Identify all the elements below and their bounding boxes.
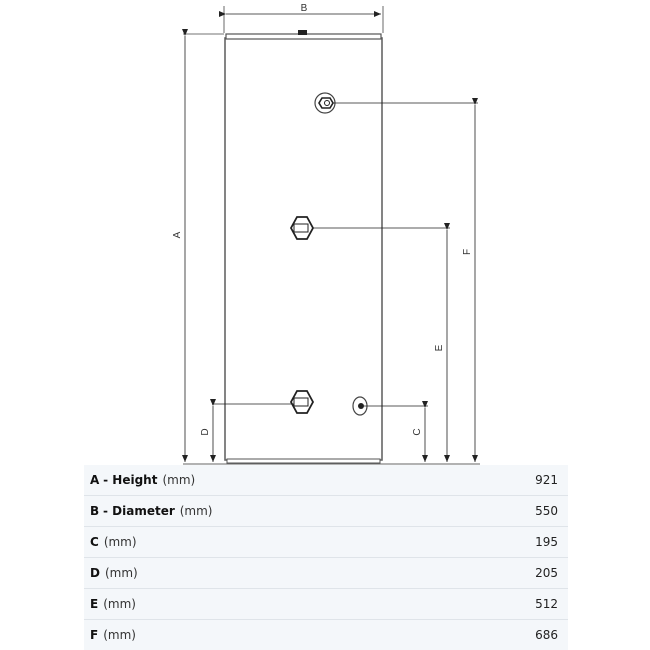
row-label: D (mm) bbox=[84, 557, 470, 589]
row-label: E (mm) bbox=[84, 588, 470, 620]
row-label: C (mm) bbox=[84, 526, 470, 558]
label-f: F bbox=[462, 249, 473, 255]
dim-unit: (mm) bbox=[104, 566, 138, 580]
dim-name: - Diameter bbox=[102, 504, 175, 518]
dimension-c: C bbox=[412, 401, 428, 462]
table-row: E (mm) 512 bbox=[84, 588, 568, 620]
cylinder-dimension-drawing: B A D C bbox=[172, 3, 480, 465]
dim-value: 195 bbox=[469, 526, 568, 558]
immersion-boss-lower bbox=[212, 390, 315, 414]
cylinder-body bbox=[224, 30, 383, 464]
table-row: F (mm) 686 bbox=[84, 620, 568, 650]
label-c: C bbox=[412, 428, 423, 435]
table-row: D (mm) 205 bbox=[84, 557, 568, 589]
table-row: B - Diameter (mm) 550 bbox=[84, 495, 568, 527]
table-row: C (mm) 195 bbox=[84, 526, 568, 558]
dimension-f: F bbox=[462, 98, 478, 462]
label-a: A bbox=[172, 231, 183, 238]
dimension-b: B bbox=[219, 3, 384, 33]
dimension-a: A bbox=[172, 29, 224, 462]
dim-value: 512 bbox=[469, 588, 568, 620]
dimensions-table: A - Height(mm) 921 B - Diameter(mm) 550 … bbox=[84, 465, 568, 650]
dim-value: 686 bbox=[535, 628, 558, 642]
row-label: A - Height (mm) bbox=[84, 465, 470, 496]
dim-unit: (mm) bbox=[162, 473, 196, 487]
dim-letter: F bbox=[90, 628, 99, 642]
table-row: A - Height (mm) 921 bbox=[84, 465, 568, 496]
sensor-pocket bbox=[352, 396, 428, 416]
dim-unit: (mm) bbox=[103, 535, 137, 549]
dim-name: - Height bbox=[103, 473, 158, 487]
dim-letter: D bbox=[90, 566, 100, 580]
immersion-boss-upper bbox=[314, 92, 478, 114]
dimension-e: E bbox=[434, 223, 450, 462]
label-b: B bbox=[301, 3, 308, 14]
dim-letter: E bbox=[90, 597, 99, 611]
dim-unit: (mm) bbox=[103, 628, 136, 642]
dim-value: 205 bbox=[469, 557, 568, 589]
label-e: E bbox=[434, 344, 445, 351]
dim-letter: C bbox=[90, 535, 99, 549]
label-d: D bbox=[200, 428, 211, 435]
dim-letter: A bbox=[90, 473, 100, 487]
dim-value: 921 bbox=[469, 465, 568, 496]
row-label: B - Diameter (mm) bbox=[84, 495, 470, 527]
dimension-d: D bbox=[200, 399, 216, 462]
dim-value: 550 bbox=[469, 495, 568, 527]
top-outlet-fitting bbox=[298, 30, 307, 35]
dim-letter: B bbox=[90, 504, 100, 518]
dim-unit: (mm) bbox=[103, 597, 136, 611]
immersion-boss-middle bbox=[289, 216, 450, 240]
row-label: F (mm) bbox=[84, 620, 469, 650]
dim-unit: (mm) bbox=[179, 504, 213, 518]
